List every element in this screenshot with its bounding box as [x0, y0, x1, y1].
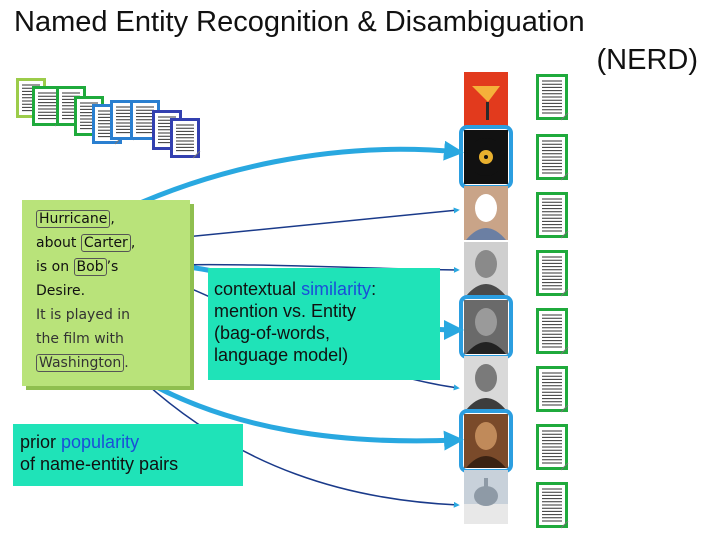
arrow-washington-actor [138, 375, 464, 451]
arrow-washington-dc [139, 377, 460, 508]
vinyl-record-icon [459, 125, 513, 189]
popularity-line-2: of name-entity pairs [20, 454, 179, 474]
note-line: Washington. [36, 351, 176, 375]
similarity-line-4: language model) [214, 345, 349, 365]
document-corpus-icon [16, 78, 201, 159]
similarity-line-3: (bag-of-words, [214, 323, 331, 343]
note-text-span: is on [36, 259, 74, 275]
similarity-line-1: contextual similarity: [214, 278, 440, 300]
popularity-line-1: prior popularity [20, 431, 243, 453]
entity-document-icon [536, 74, 569, 121]
senator-portrait-icon [464, 356, 508, 410]
entity-documents [536, 74, 569, 529]
arrow-carter [154, 207, 460, 241]
note-line: the film with [36, 327, 176, 351]
corpus-document-icon [170, 118, 201, 159]
entity-document-icon [536, 192, 569, 239]
entity-document-icon [536, 424, 569, 471]
entity-document-icon [536, 482, 569, 529]
note-line: Hurricane, [36, 207, 176, 231]
note-text-span: Desire. [36, 283, 86, 299]
note-text-span: the film with [36, 331, 124, 347]
note-line: about Carter, [36, 231, 176, 255]
actor-portrait-icon [459, 409, 513, 473]
capitol-building-icon [464, 470, 508, 524]
musician-portrait-icon [464, 242, 508, 296]
arrow-hurricane-record [118, 140, 464, 215]
cocktail-icon [464, 72, 508, 126]
note-text-span: . [124, 355, 129, 371]
note-line: is on Bob’s [36, 255, 176, 279]
note-text-span: , [110, 211, 115, 227]
note-line: Desire. [36, 279, 176, 303]
entity-document-icon [536, 366, 569, 413]
popularity-box: prior popularity of name-entity pairs [13, 424, 243, 486]
entity-document-icon [536, 250, 569, 297]
entity-mention: Carter [80, 234, 131, 252]
note-text-span: , [130, 235, 136, 251]
entity-mention: Hurricane [36, 210, 111, 228]
popularity-prefix: prior [20, 432, 62, 452]
singer-portrait-icon [459, 295, 513, 359]
entity-document-icon [536, 134, 569, 181]
page-subtitle: (NERD) [596, 44, 699, 76]
entity-mention: Bob [73, 258, 107, 276]
popularity-keyword: popularity [61, 432, 140, 452]
similarity-prefix: contextual [214, 279, 302, 299]
entity-document-icon [536, 308, 569, 355]
president-portrait-icon [464, 186, 508, 240]
note-text-span: It is played in [36, 307, 131, 323]
note-text-span: ’s [106, 259, 119, 275]
note-line: It is played in [36, 303, 176, 327]
note-text-span: about [36, 235, 81, 251]
similarity-colon: : [371, 279, 377, 299]
page-title: Named Entity Recognition & Disambiguatio… [14, 6, 585, 38]
entity-images [459, 72, 513, 524]
input-text-note [22, 200, 190, 386]
similarity-keyword: similarity [301, 279, 372, 299]
similarity-box: contextual similarity: mention vs. Entit… [208, 268, 440, 380]
entity-mention: Washington [36, 354, 125, 372]
similarity-line-2: mention vs. Entity [214, 301, 357, 321]
